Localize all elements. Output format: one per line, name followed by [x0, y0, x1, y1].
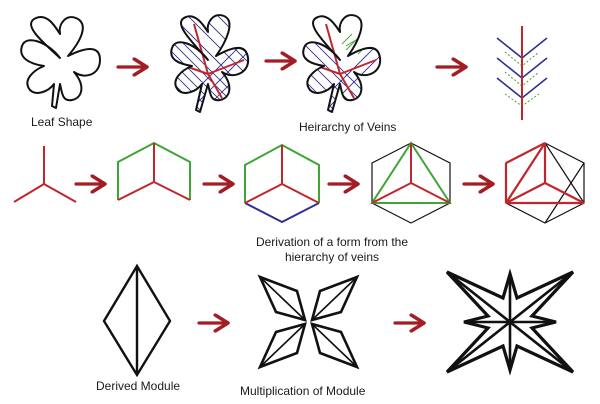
leaf-shape-figure: [20, 16, 101, 109]
hexagon-facet-figure: [504, 142, 585, 224]
derived-module-figure: [102, 263, 172, 378]
hexagon-cube-figure: [244, 143, 320, 224]
multiplication-of-module-label: Multiplication of Module: [240, 384, 366, 398]
derived-module-label: Derived Module: [96, 379, 181, 393]
vein-skeleton-figure: [496, 26, 548, 120]
multiplied-module-figure: [257, 274, 360, 370]
hierarchy-of-veins-label: Heirarchy of Veins: [299, 120, 397, 134]
y-vein-figure: [13, 146, 77, 203]
derivation-label-line2: hierarchy of veins: [284, 250, 380, 264]
leaf-veins-figure: [170, 14, 250, 113]
star-pattern-figure: [445, 268, 575, 376]
hexagon-triangle-figure: [370, 141, 452, 224]
hexagon-open-figure: [117, 141, 191, 201]
flow-arrows: [74, 61, 493, 323]
leaf-shape-label: Leaf Shape: [31, 115, 93, 129]
derivation-label-line1: Derivation of a form from the: [255, 235, 409, 249]
